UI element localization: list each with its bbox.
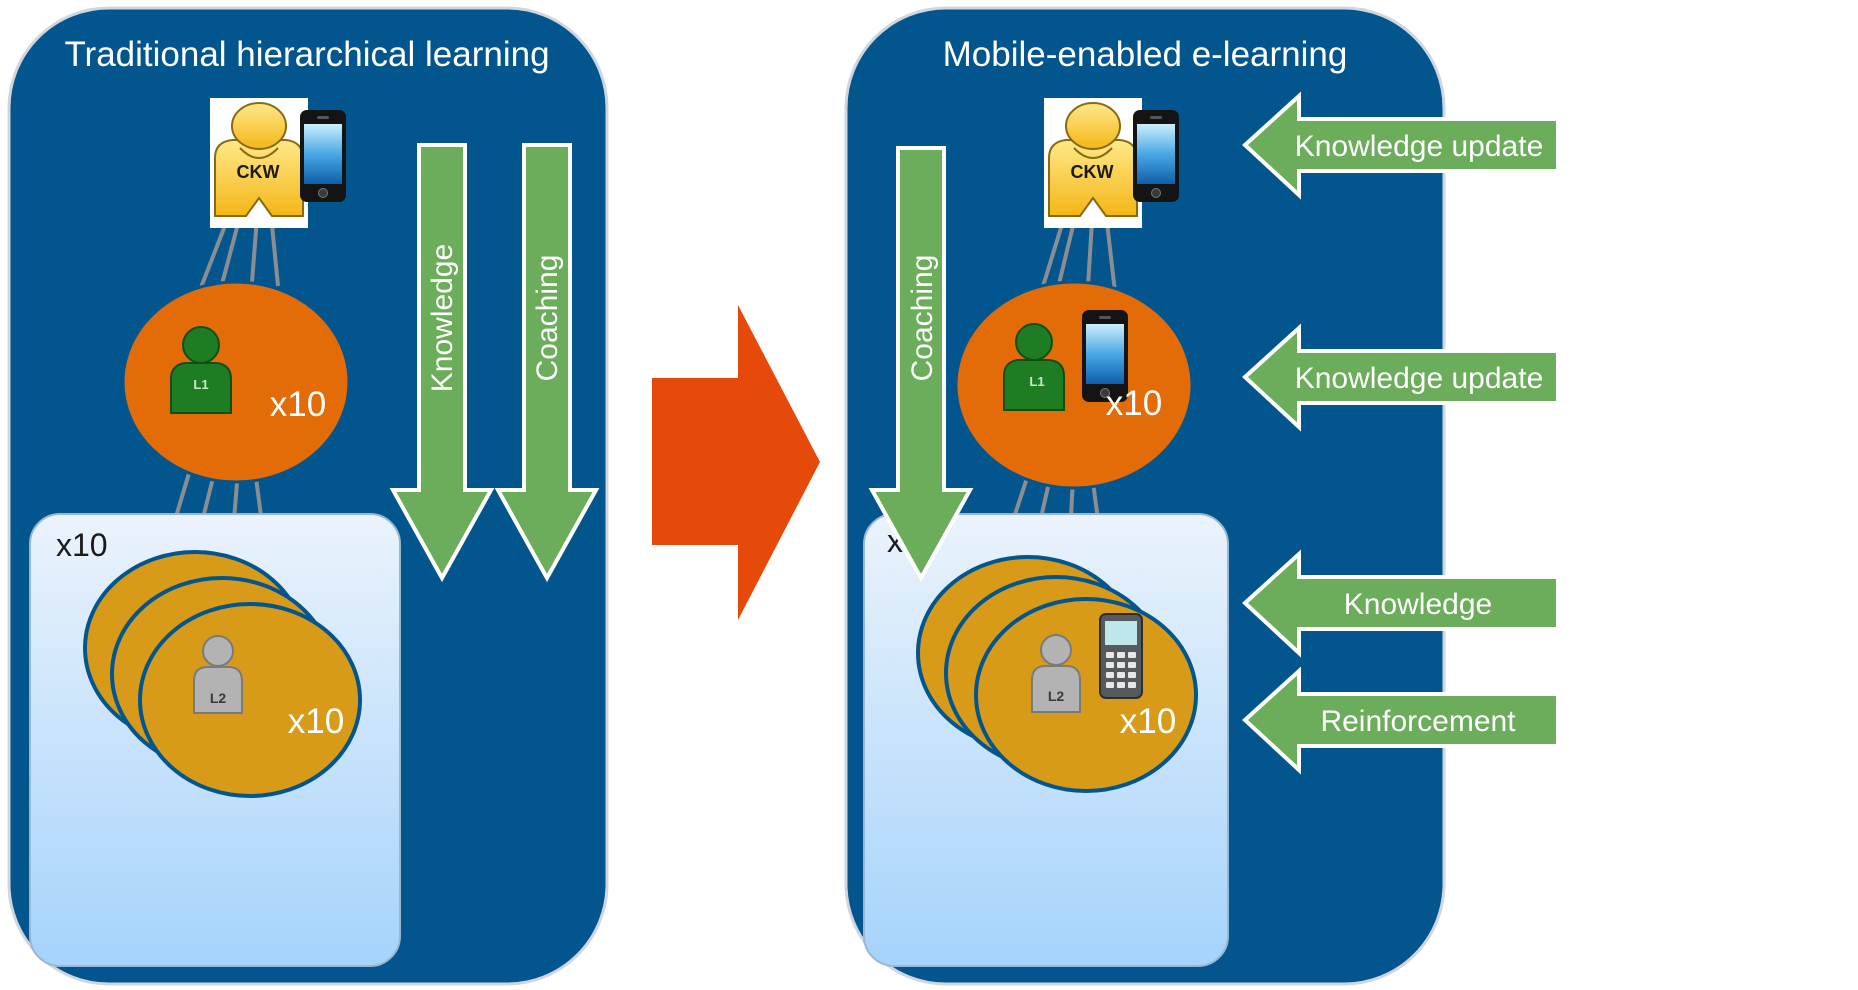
- right-l1-node: L1 x10: [954, 280, 1194, 490]
- left-l2-stack: L2 x10: [83, 550, 362, 798]
- side-arrow-label: Knowledge update: [1295, 362, 1544, 395]
- right-ckw-node: CKW: [1043, 97, 1143, 229]
- feature-phone-icon: [1099, 613, 1143, 699]
- l1-badge: L1: [193, 377, 208, 392]
- knowledge-down-arrow: Knowledge: [389, 143, 495, 583]
- l1-circle: [121, 280, 351, 484]
- right-arrow-icon: [652, 305, 820, 620]
- l1-count: x10: [1106, 384, 1162, 423]
- knowledge-arrow-label: Knowledge: [426, 244, 459, 392]
- ckw-badge: CKW: [1071, 162, 1114, 182]
- side-arrow-knowledge-update-1: Knowledge update: [1242, 91, 1560, 200]
- l1-circle: [954, 280, 1194, 490]
- left-ckw-smartphone-icon: [299, 109, 347, 203]
- ckw-badge: CKW: [237, 162, 280, 182]
- right-l2-stack: L2 x10: [916, 555, 1198, 793]
- l1-badge: L1: [1029, 374, 1044, 389]
- left-group-count: x10: [56, 527, 108, 563]
- l1-person-icon: [1003, 323, 1065, 411]
- coaching-down-arrow-left: Coaching: [494, 143, 600, 583]
- right-ckw-smartphone-icon: [1132, 109, 1180, 203]
- side-arrow-knowledge-update-2: Knowledge update: [1242, 323, 1560, 432]
- coaching-arrow-label-right: Coaching: [906, 255, 939, 382]
- coaching-down-arrow-right: Coaching: [868, 146, 974, 583]
- l1-person-icon: [170, 326, 232, 414]
- left-ckw-node: CKW: [209, 97, 309, 229]
- left-panel: Traditional hierarchical learning CKW: [7, 6, 609, 986]
- l2-badge: L2: [1048, 688, 1065, 704]
- side-arrow-reinforcement: Reinforcement: [1242, 666, 1560, 775]
- l2-badge: L2: [210, 690, 227, 706]
- right-panel-title: Mobile-enabled e-learning: [943, 35, 1348, 74]
- l1-count: x10: [270, 385, 326, 424]
- l2-person-icon: [193, 635, 243, 714]
- l2-circle-front: [138, 602, 362, 798]
- left-l1-node: L1 x10: [121, 280, 351, 484]
- l2-count: x10: [288, 702, 344, 741]
- side-arrow-knowledge: Knowledge: [1242, 549, 1560, 658]
- side-arrow-label: Knowledge: [1344, 588, 1492, 621]
- l2-count: x10: [1120, 702, 1176, 741]
- left-panel-title: Traditional hierarchical learning: [64, 35, 549, 74]
- coaching-arrow-label-left: Coaching: [531, 255, 564, 382]
- side-arrow-label: Reinforcement: [1320, 705, 1516, 738]
- l2-circle-front: [974, 597, 1198, 793]
- l2-person-icon: [1031, 634, 1081, 713]
- side-arrow-label: Knowledge update: [1295, 130, 1544, 163]
